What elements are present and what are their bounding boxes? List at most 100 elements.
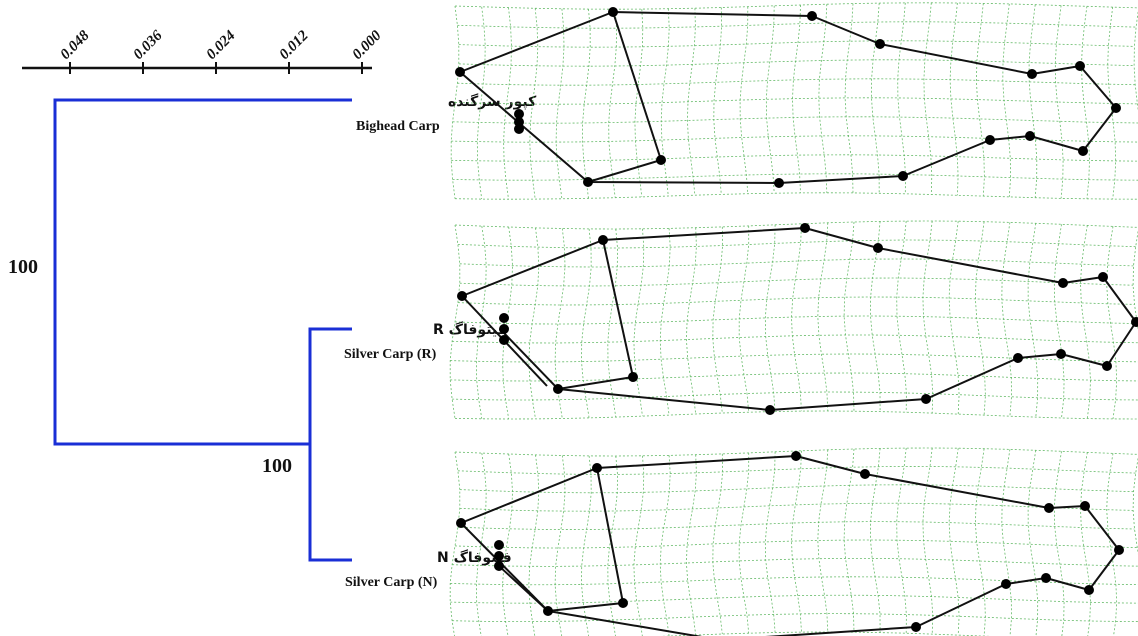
grid-line-vertical (1132, 456, 1138, 555)
taxon-label-bighead: کپور سرگنده (448, 93, 537, 110)
grid-line-vertical (503, 7, 512, 200)
grid-line-vertical (974, 448, 986, 636)
grid-line-vertical (528, 227, 540, 419)
grid-line-vertical (975, 3, 985, 197)
grid-line-vertical (712, 226, 724, 414)
scale-tick-label: 0.012 (277, 27, 313, 63)
shape-outline-bighead (455, 7, 1121, 188)
grid-line-vertical (581, 228, 592, 418)
grid-line-horizontal (454, 97, 1138, 105)
grid-line-horizontal (459, 484, 1134, 494)
taxon-sublabel-bighead: Bighead Carp (356, 119, 440, 134)
grid-line-vertical (554, 455, 566, 636)
grid-line-vertical (792, 4, 801, 193)
grid-line-horizontal (459, 258, 1134, 268)
grid-line-vertical (791, 450, 802, 633)
grid-line-vertical (949, 2, 959, 196)
scale-tick-label: 0.036 (131, 27, 167, 63)
root-branch (53, 98, 352, 446)
support-value-silver-carp: 100 (262, 455, 292, 477)
grid-line-horizontal (454, 539, 1138, 549)
grid-line-horizontal (454, 315, 1138, 325)
grid-line-vertical (896, 221, 907, 413)
grid-line-horizontal (459, 277, 1134, 287)
grid-line-vertical (896, 448, 907, 634)
grid-line-vertical (922, 447, 934, 635)
grid-line-horizontal (452, 116, 1138, 124)
grid-line-horizontal (457, 296, 1135, 306)
grid-line-horizontal (450, 594, 1138, 604)
grid-line-vertical (1053, 224, 1065, 419)
grid-line-vertical (449, 451, 461, 636)
grid-line-vertical (1053, 451, 1065, 636)
grid-line-vertical (608, 9, 617, 198)
grid-line-vertical (449, 224, 461, 419)
grid-line-vertical (1002, 3, 1012, 197)
grid-line-vertical (948, 221, 960, 415)
grid-line-horizontal (457, 21, 1137, 29)
grid-line-vertical (712, 453, 724, 635)
landmarks-silver-r (457, 223, 1138, 415)
grid-line-horizontal (450, 372, 1138, 382)
grid-line-horizontal (454, 410, 1138, 420)
grid-line-vertical (502, 226, 513, 420)
grid-line-horizontal (457, 239, 1136, 249)
scale-tick-label: 0.048 (58, 27, 94, 63)
grid-line-vertical (476, 6, 486, 200)
grid-line-vertical (817, 449, 829, 633)
grid-line-vertical (1106, 226, 1118, 419)
scale-tick-label: 0.000 (350, 27, 386, 63)
grid-line-vertical (974, 221, 986, 416)
grid-line-vertical (948, 448, 960, 636)
grid-line-vertical (582, 9, 591, 199)
grid-line-vertical (1106, 453, 1118, 636)
grid-line-vertical (817, 222, 829, 412)
grid-line-vertical (1081, 6, 1090, 199)
landmarks-bighead (455, 7, 1121, 188)
grid-line-vertical (685, 227, 697, 415)
support-value-root: 100 (8, 256, 38, 278)
grid-line-vertical (660, 8, 670, 197)
grid-line-vertical (502, 453, 513, 636)
grid-line-horizontal (458, 40, 1135, 48)
grid-line-vertical (791, 223, 802, 412)
grid-line-vertical (818, 4, 828, 193)
grid-line-horizontal (452, 391, 1138, 401)
grid-line-vertical (581, 455, 592, 636)
grid-line-vertical (475, 453, 487, 636)
landmarks-silver-n (456, 451, 1124, 632)
shape-outline-silver-r (457, 223, 1138, 415)
grid-line-vertical (659, 228, 671, 416)
grid-line-vertical (475, 226, 487, 419)
grid-line-vertical (450, 5, 460, 199)
grid-line-vertical (529, 8, 539, 200)
scale-tick-label: 0.024 (204, 27, 240, 63)
grid-line-vertical (1054, 5, 1064, 199)
grid-line-horizontal (457, 521, 1135, 530)
grid-line-vertical (554, 228, 566, 419)
grid-line-vertical (765, 5, 775, 194)
deformation-grid-bighead (450, 2, 1138, 200)
grid-line-horizontal (452, 173, 1138, 181)
grid-line-vertical (764, 224, 776, 412)
deformation-grid-silver-r (449, 220, 1138, 420)
grid-line-vertical (633, 455, 645, 636)
grid-line-vertical (843, 221, 855, 412)
grid-line-horizontal (458, 59, 1135, 67)
grid-line-horizontal (451, 154, 1138, 162)
taxon-sublabel-silver-r: Silver Carp (R) (344, 347, 437, 362)
grid-line-vertical (713, 7, 723, 195)
grid-line-horizontal (452, 613, 1138, 622)
grid-line-vertical (1001, 222, 1012, 417)
deformation-grid-silver-n (449, 447, 1138, 636)
grid-line-vertical (764, 451, 776, 633)
taxon-label-silver-n: فیتوفاگ N (437, 549, 512, 566)
grid-line-horizontal (451, 135, 1138, 143)
grid-line-vertical (922, 220, 934, 414)
grid-line-horizontal (457, 465, 1136, 475)
grid-line-vertical (843, 448, 855, 633)
grid-line-horizontal (457, 78, 1136, 86)
grid-line-horizontal (454, 220, 1138, 230)
dendrogram-branches (53, 98, 352, 562)
grid-line-vertical (739, 6, 749, 194)
